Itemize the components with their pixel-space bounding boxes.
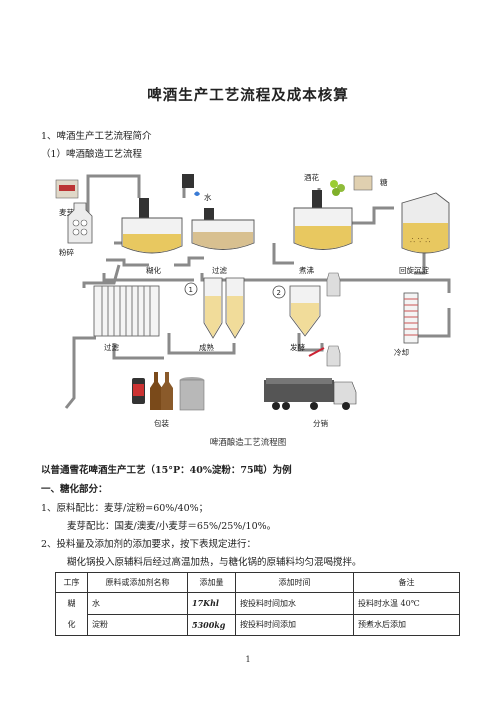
part1-heading: 一、糖化部分： — [41, 484, 108, 495]
truck-icon — [264, 378, 357, 410]
water-drop-icon — [194, 191, 200, 196]
item-2: 2、投料量及添加剂的添加要求，按下表规定进行： — [41, 539, 257, 550]
label-mash: 糊化 — [146, 265, 161, 275]
table-cell: 5300kg — [187, 613, 236, 636]
heat-exchanger-icon — [403, 292, 419, 344]
label-filter2: 过滤 — [104, 342, 119, 352]
table-header-cell: 添加量 — [187, 572, 236, 593]
table-header-cell: 工序 — [55, 572, 88, 593]
table-header-cell: 添加时间 — [235, 572, 354, 593]
table-cell: 水 — [87, 592, 188, 615]
label-crush: 粉碎 — [59, 247, 74, 257]
additive-table: 工序 原料或添加剂名称 添加量 添加时间 备注 糊 化 水 17Khl 按投料时… — [55, 572, 460, 636]
process-char: 化 — [67, 620, 76, 629]
page-number: 1 — [245, 655, 251, 664]
label-water: 水 — [204, 192, 212, 202]
step-2-badge — [272, 285, 286, 299]
table-cell: 投料时水温 40℃ — [353, 592, 460, 615]
label-whirlpool: 回旋沉淀 — [399, 265, 429, 275]
label-malt: 麦芽 — [59, 207, 74, 217]
subsection-heading: （1）啤酒酿造工艺流程 — [41, 149, 143, 160]
table-header-row: 工序 原料或添加剂名称 添加量 添加时间 备注 — [55, 572, 460, 593]
table-cell: 淀粉 — [87, 613, 188, 636]
fermenter-icon — [289, 285, 321, 337]
label-mature: 成熟 — [199, 342, 214, 352]
item-1: 1、原料配比：麦芽/淀粉=60%/40%； — [41, 503, 209, 514]
pipes — [64, 174, 451, 409]
table-cell: 按投料时间添加 — [235, 613, 354, 636]
table-row: 糊 化 水 17Khl 按投料时间加水 投料时水温 40℃ — [55, 592, 460, 636]
lauter-tun-icon — [191, 208, 255, 250]
water-valve-icon — [182, 174, 194, 188]
label-distribute: 分销 — [313, 418, 328, 428]
yeast-bottle-icon — [326, 272, 341, 367]
boil-kettle-icon — [293, 190, 353, 250]
step-1-number: 1 — [189, 286, 193, 294]
packaging-icon — [132, 372, 205, 411]
item-2-detail: 糊化锅投入原辅料后经过高温加热，与糖化锅的原辅料均匀混喝搅拌。 — [67, 557, 362, 568]
table-header-cell: 备注 — [353, 572, 460, 593]
step-2-number: 2 — [277, 289, 281, 297]
table-cell: 按投料时间加水 — [235, 592, 354, 615]
table-header-cell: 原料或添加剂名称 — [87, 572, 188, 593]
brewing-process-diagram: 麦芽 粉碎 水 糊化 过滤 酒花 糖 煮沸 — [55, 172, 451, 428]
sugar-bag-icon — [353, 175, 373, 191]
mash-tun-icon — [121, 198, 183, 254]
mill-icon — [67, 202, 93, 244]
table-cell: 17Khl — [187, 592, 236, 615]
step-1-badge — [184, 282, 198, 296]
label-hops: 酒花 — [304, 172, 319, 182]
page-title: 啤酒生产工艺流程及成本核算 — [147, 87, 349, 104]
table-cell: 预煮水后添加 — [353, 613, 460, 636]
label-ferment: 发酵 — [290, 342, 305, 352]
malt-bag-label-icon — [59, 185, 75, 191]
process-char: 糊 — [67, 599, 76, 608]
table-row: 淀粉 5300kg 按投料时间添加 预煮水后添加 — [56, 613, 460, 636]
diagram-caption: 啤酒酿造工艺流程图 — [209, 438, 287, 448]
label-sugar: 糖 — [380, 177, 388, 187]
yeast-arrow-icon — [308, 347, 325, 357]
label-cooling: 冷却 — [394, 347, 409, 357]
maturation-tanks-icon — [203, 277, 245, 339]
item-1-detail: 麦芽配比：国麦/澳麦/小麦芽＝65%/25%/10%。 — [67, 521, 277, 532]
whirlpool-tank-icon: ∴ ∵ ∴ — [401, 192, 450, 254]
label-filter1: 过滤 — [212, 265, 227, 275]
svg-text:∴ ∵ ∴: ∴ ∵ ∴ — [410, 236, 430, 245]
hops-icon — [330, 180, 345, 196]
label-package: 包装 — [154, 418, 169, 428]
label-boil: 煮沸 — [299, 265, 314, 275]
process-cell: 糊 化 — [55, 592, 88, 636]
section-heading-1: 1、啤酒生产工艺流程简介 — [41, 131, 152, 142]
example-heading: 以普通雪花啤酒生产工艺（15°P：40%淀粉：75吨）为例 — [41, 465, 292, 476]
filter-press-icon — [93, 285, 160, 337]
